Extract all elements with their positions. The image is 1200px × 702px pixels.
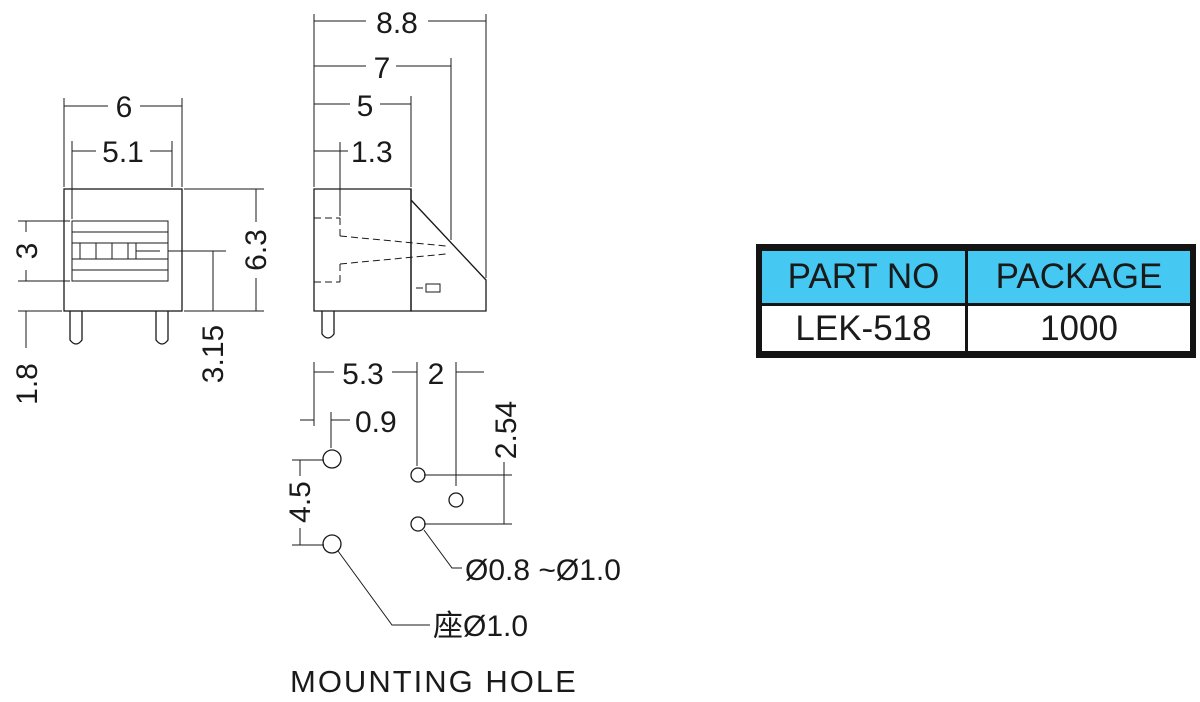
pin-hole-3 — [410, 516, 426, 532]
front-body-outline — [63, 188, 183, 312]
header-part-no: PART NO — [762, 251, 965, 303]
dim-hole-offset: 5.3 — [342, 358, 384, 391]
side-pin — [321, 311, 335, 339]
pin-hole-2 — [448, 492, 464, 508]
front-pin-right — [155, 311, 169, 345]
dim-front-width: 6 — [116, 91, 133, 124]
callout-mount-diameter: 座Ø1.0 — [433, 610, 528, 643]
dim-hole-spacing: 2 — [428, 358, 445, 391]
mount-hole-top — [322, 449, 342, 469]
side-view: 8.8 7 5 1.3 — [313, 7, 487, 339]
part-table: PART NO PACKAGE LEK-518 1000 — [756, 244, 1196, 358]
cell-part-no: LEK-518 — [762, 306, 965, 351]
dim-hole-pitch: 2.54 — [490, 401, 523, 459]
leader-pin-hole — [423, 529, 462, 569]
header-package: PACKAGE — [968, 251, 1190, 303]
dim-pin-height: 3.15 — [197, 325, 230, 383]
dim-front-height: 6.3 — [240, 229, 273, 271]
caption-mounting-hole: MOUNTING HOLE — [290, 664, 578, 699]
dim-side-5: 5 — [357, 90, 374, 123]
dim-side-total: 8.8 — [376, 7, 418, 40]
callout-hole-diameter: Ø0.8 ~Ø1.0 — [465, 554, 621, 587]
front-view: 6 5.1 3 1.8 6.3 3.15 — [11, 91, 273, 405]
leader-mount-hole — [337, 550, 430, 626]
dim-front-inner-width: 5.1 — [102, 136, 144, 169]
dim-opening-height: 3 — [11, 243, 44, 260]
cell-package: 1000 — [968, 306, 1190, 351]
mounting-hole-view: 5.3 2 0.9 2.54 4.5 Ø0.8 ~Ø1.0 座Ø1.0 MOUN… — [284, 358, 621, 699]
front-pin-left — [69, 311, 83, 345]
dim-hole-small: 0.9 — [355, 406, 397, 439]
dim-side-7: 7 — [374, 52, 391, 85]
side-body-slope — [410, 189, 487, 312]
mount-hole-bottom — [322, 534, 342, 554]
dim-pin-length: 1.8 — [11, 363, 44, 405]
dim-side-1-3: 1.3 — [351, 136, 393, 169]
side-body-front — [313, 188, 412, 312]
pin-hole-1 — [410, 467, 426, 483]
dim-mount-spacing: 4.5 — [284, 481, 317, 523]
